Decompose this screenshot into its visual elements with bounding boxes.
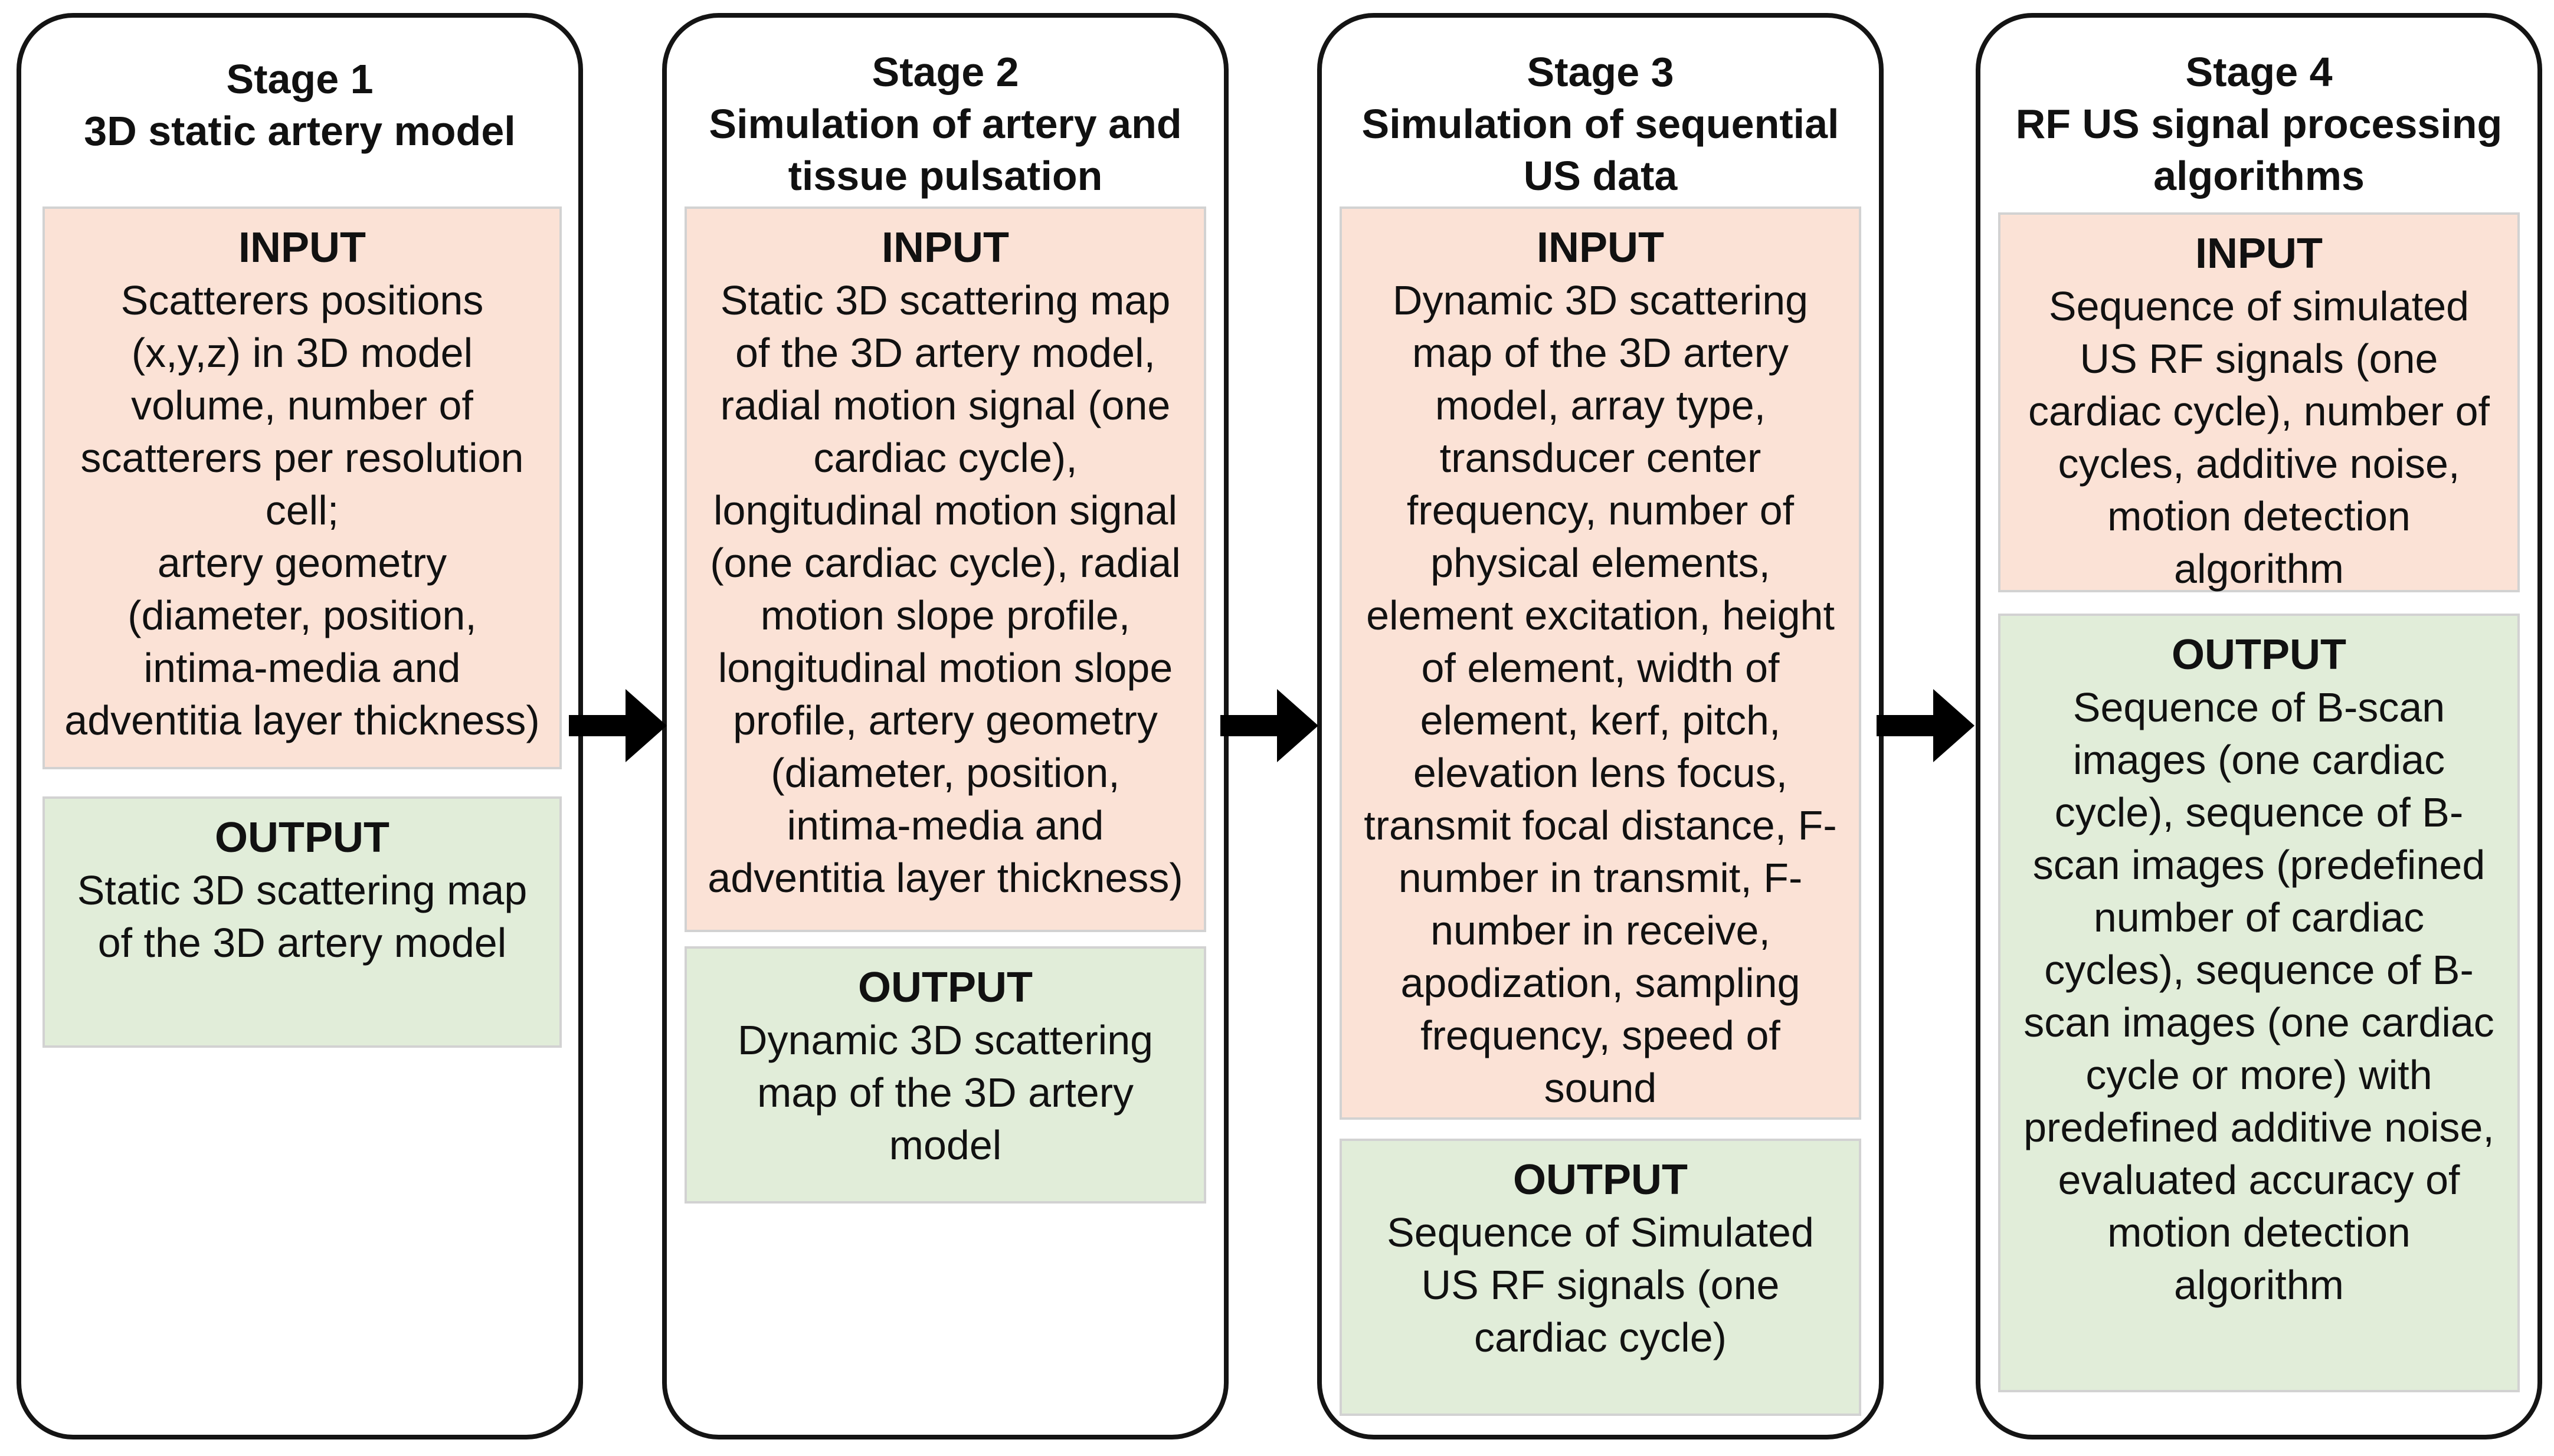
stage-4-input-text: Sequence of simulated US RF signals (one… <box>2028 283 2490 592</box>
stage-1-title: Stage 1 3D static artery model <box>84 56 516 154</box>
stage-2-title: Stage 2 Simulation of artery and tissue … <box>709 49 1182 199</box>
stage-4-input-panel: INPUT Sequence of simulated US RF signal… <box>1998 212 2520 592</box>
stage-3-input-text: Dynamic 3D scattering map of the 3D arte… <box>1364 277 1837 1111</box>
stage-4-input-heading: INPUT <box>2195 230 2323 277</box>
stage-3-input-panel: INPUT Dynamic 3D scattering map of the 3… <box>1340 206 1861 1120</box>
stage-4-title: Stage 4 RF US signal processing algorith… <box>2015 49 2503 199</box>
stage-2-input-text: Static 3D scattering map of the 3D arter… <box>708 277 1183 901</box>
stage-4-output-panel: OUTPUT Sequence of B-scan images (one ca… <box>1998 614 2520 1392</box>
stage-3-output-text: Sequence of Simulated US RF signals (one… <box>1387 1209 1814 1360</box>
stage-1-input-panel: INPUT Scatterers positions (x,y,z) in 3D… <box>42 206 562 769</box>
arrow-stage1-to-stage2 <box>569 689 667 762</box>
stage-3-title: Stage 3 Simulation of sequential US data <box>1361 49 1839 199</box>
stage-3-output-heading: OUTPUT <box>1513 1156 1688 1204</box>
stage-3-input-heading: INPUT <box>1537 224 1664 271</box>
arrow-stage2-to-stage3 <box>1220 689 1318 762</box>
stage-2-input-heading: INPUT <box>882 224 1009 271</box>
stage-2-box: Stage 2 Simulation of artery and tissue … <box>662 13 1229 1439</box>
arrow-stage3-to-stage4 <box>1877 689 1975 762</box>
stage-1-box: Stage 1 3D static artery model INPUT Sca… <box>17 13 583 1439</box>
stage-2-output-panel: OUTPUT Dynamic 3D scattering map of the … <box>685 946 1206 1204</box>
stage-1-input-text: Scatterers positions (x,y,z) in 3D model… <box>64 277 540 743</box>
stage-4-output-heading: OUTPUT <box>2172 631 2346 678</box>
stage-1-output-panel: OUTPUT Static 3D scattering map of the 3… <box>42 796 562 1048</box>
stage-1-output-heading: OUTPUT <box>215 814 389 861</box>
stage-4-output-text: Sequence of B-scan images (one cardiac c… <box>2023 684 2494 1308</box>
stage-4-box: Stage 4 RF US signal processing algorith… <box>1976 13 2542 1439</box>
stage-3-output-panel: OUTPUT Sequence of Simulated US RF signa… <box>1340 1139 1861 1416</box>
stage-2-output-heading: OUTPUT <box>858 964 1033 1011</box>
stage-2-input-panel: INPUT Static 3D scattering map of the 3D… <box>685 206 1206 932</box>
stage-1-input-heading: INPUT <box>238 224 366 271</box>
stage-3-box: Stage 3 Simulation of sequential US data… <box>1317 13 1884 1439</box>
stage-1-output-text: Static 3D scattering map of the 3D arter… <box>77 867 528 966</box>
stage-2-output-text: Dynamic 3D scattering map of the 3D arte… <box>737 1017 1154 1168</box>
